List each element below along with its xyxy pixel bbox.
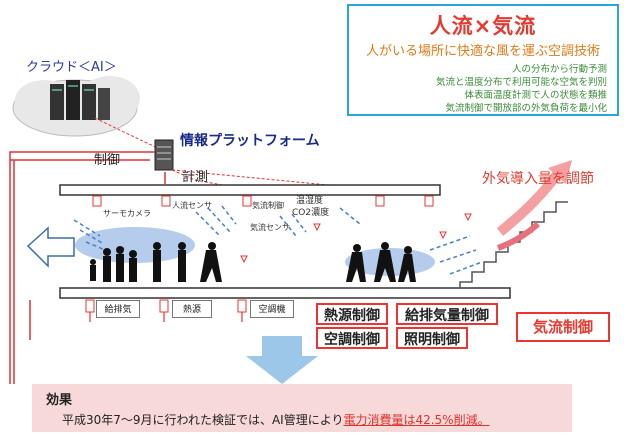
people-sensor-label: 人流センサ <box>172 201 212 210</box>
effect-highlight: 電力消費量は42.5%削減。 <box>343 413 490 427</box>
platform-label: 情報プラットフォーム <box>180 133 320 149</box>
effect-text: 平成30年7～9月に行われた検証では、AI管理により電力消費量は42.5%削減。 <box>62 411 490 428</box>
platform-server-icon <box>154 139 174 171</box>
control-label: 制御 <box>94 153 121 168</box>
control-supply-exhaust: 給排気量制御 <box>396 303 498 325</box>
thermo-camera-label: サーモカメラ <box>103 209 151 218</box>
effect-title: 効果 <box>46 393 73 408</box>
control-air-conditioning: 空調制御 <box>316 327 388 349</box>
airflow-control-badge: 気流制御 <box>516 312 610 342</box>
cloud-label: クラウド＜AI＞ <box>26 60 117 75</box>
server-icon <box>50 80 110 120</box>
info-subtitle: 人がいる場所に快適な風を運ぶ空調技術 <box>365 44 600 59</box>
temp-humidity-label: 温湿度 <box>296 196 324 206</box>
effect-box: 効果 平成30年7～9月に行われた検証では、AI管理により電力消費量は42.5%… <box>32 384 572 432</box>
down-arrow-icon <box>246 336 318 384</box>
outside-air-label: 外気導入量を調節 <box>482 171 594 187</box>
control-lines <box>9 151 166 384</box>
ceiling <box>59 184 441 196</box>
equipment-heat-source: 熱源 <box>172 300 212 318</box>
info-bullet: 体表面温度計測で人の状態を類推 <box>464 90 607 101</box>
effect-text-body: 平成30年7～9月に行われた検証では、AI管理により <box>62 413 344 427</box>
equipment-supply-exhaust: 給排気 <box>96 300 140 318</box>
info-title: 人流×気流 <box>429 14 537 38</box>
airflow-control-label: 気流制御 <box>252 201 284 210</box>
info-bullet: 気流制御で開放部の外気負荷を最小化 <box>445 103 607 114</box>
measure-label: 計測 <box>182 170 209 185</box>
people-group-left <box>90 242 222 282</box>
exhaust-arrow-icon <box>26 226 75 268</box>
airflow-sensor-label: 気流センサ <box>250 223 290 232</box>
equipment-stems <box>89 312 243 322</box>
control-lighting: 照明制御 <box>396 327 468 349</box>
info-box: 人流×気流 人がいる場所に快適な風を運ぶ空調技術 人の分布から行動予測 気流と温… <box>347 4 619 116</box>
floor <box>59 287 511 299</box>
info-bullet: 人の分布から行動予測 <box>511 64 607 75</box>
co2-label: CO2濃度 <box>292 208 330 218</box>
people-group-right <box>346 242 416 282</box>
measure-lines <box>171 169 381 193</box>
equipment-air-conditioner: 空調機 <box>250 300 294 318</box>
ceiling-sensors <box>92 195 434 207</box>
control-heat-source: 熱源制御 <box>316 303 388 325</box>
outside-air-arrows-icon <box>496 160 572 251</box>
info-bullet: 気流と温度分布で利用可能な空気を判別 <box>435 77 607 88</box>
